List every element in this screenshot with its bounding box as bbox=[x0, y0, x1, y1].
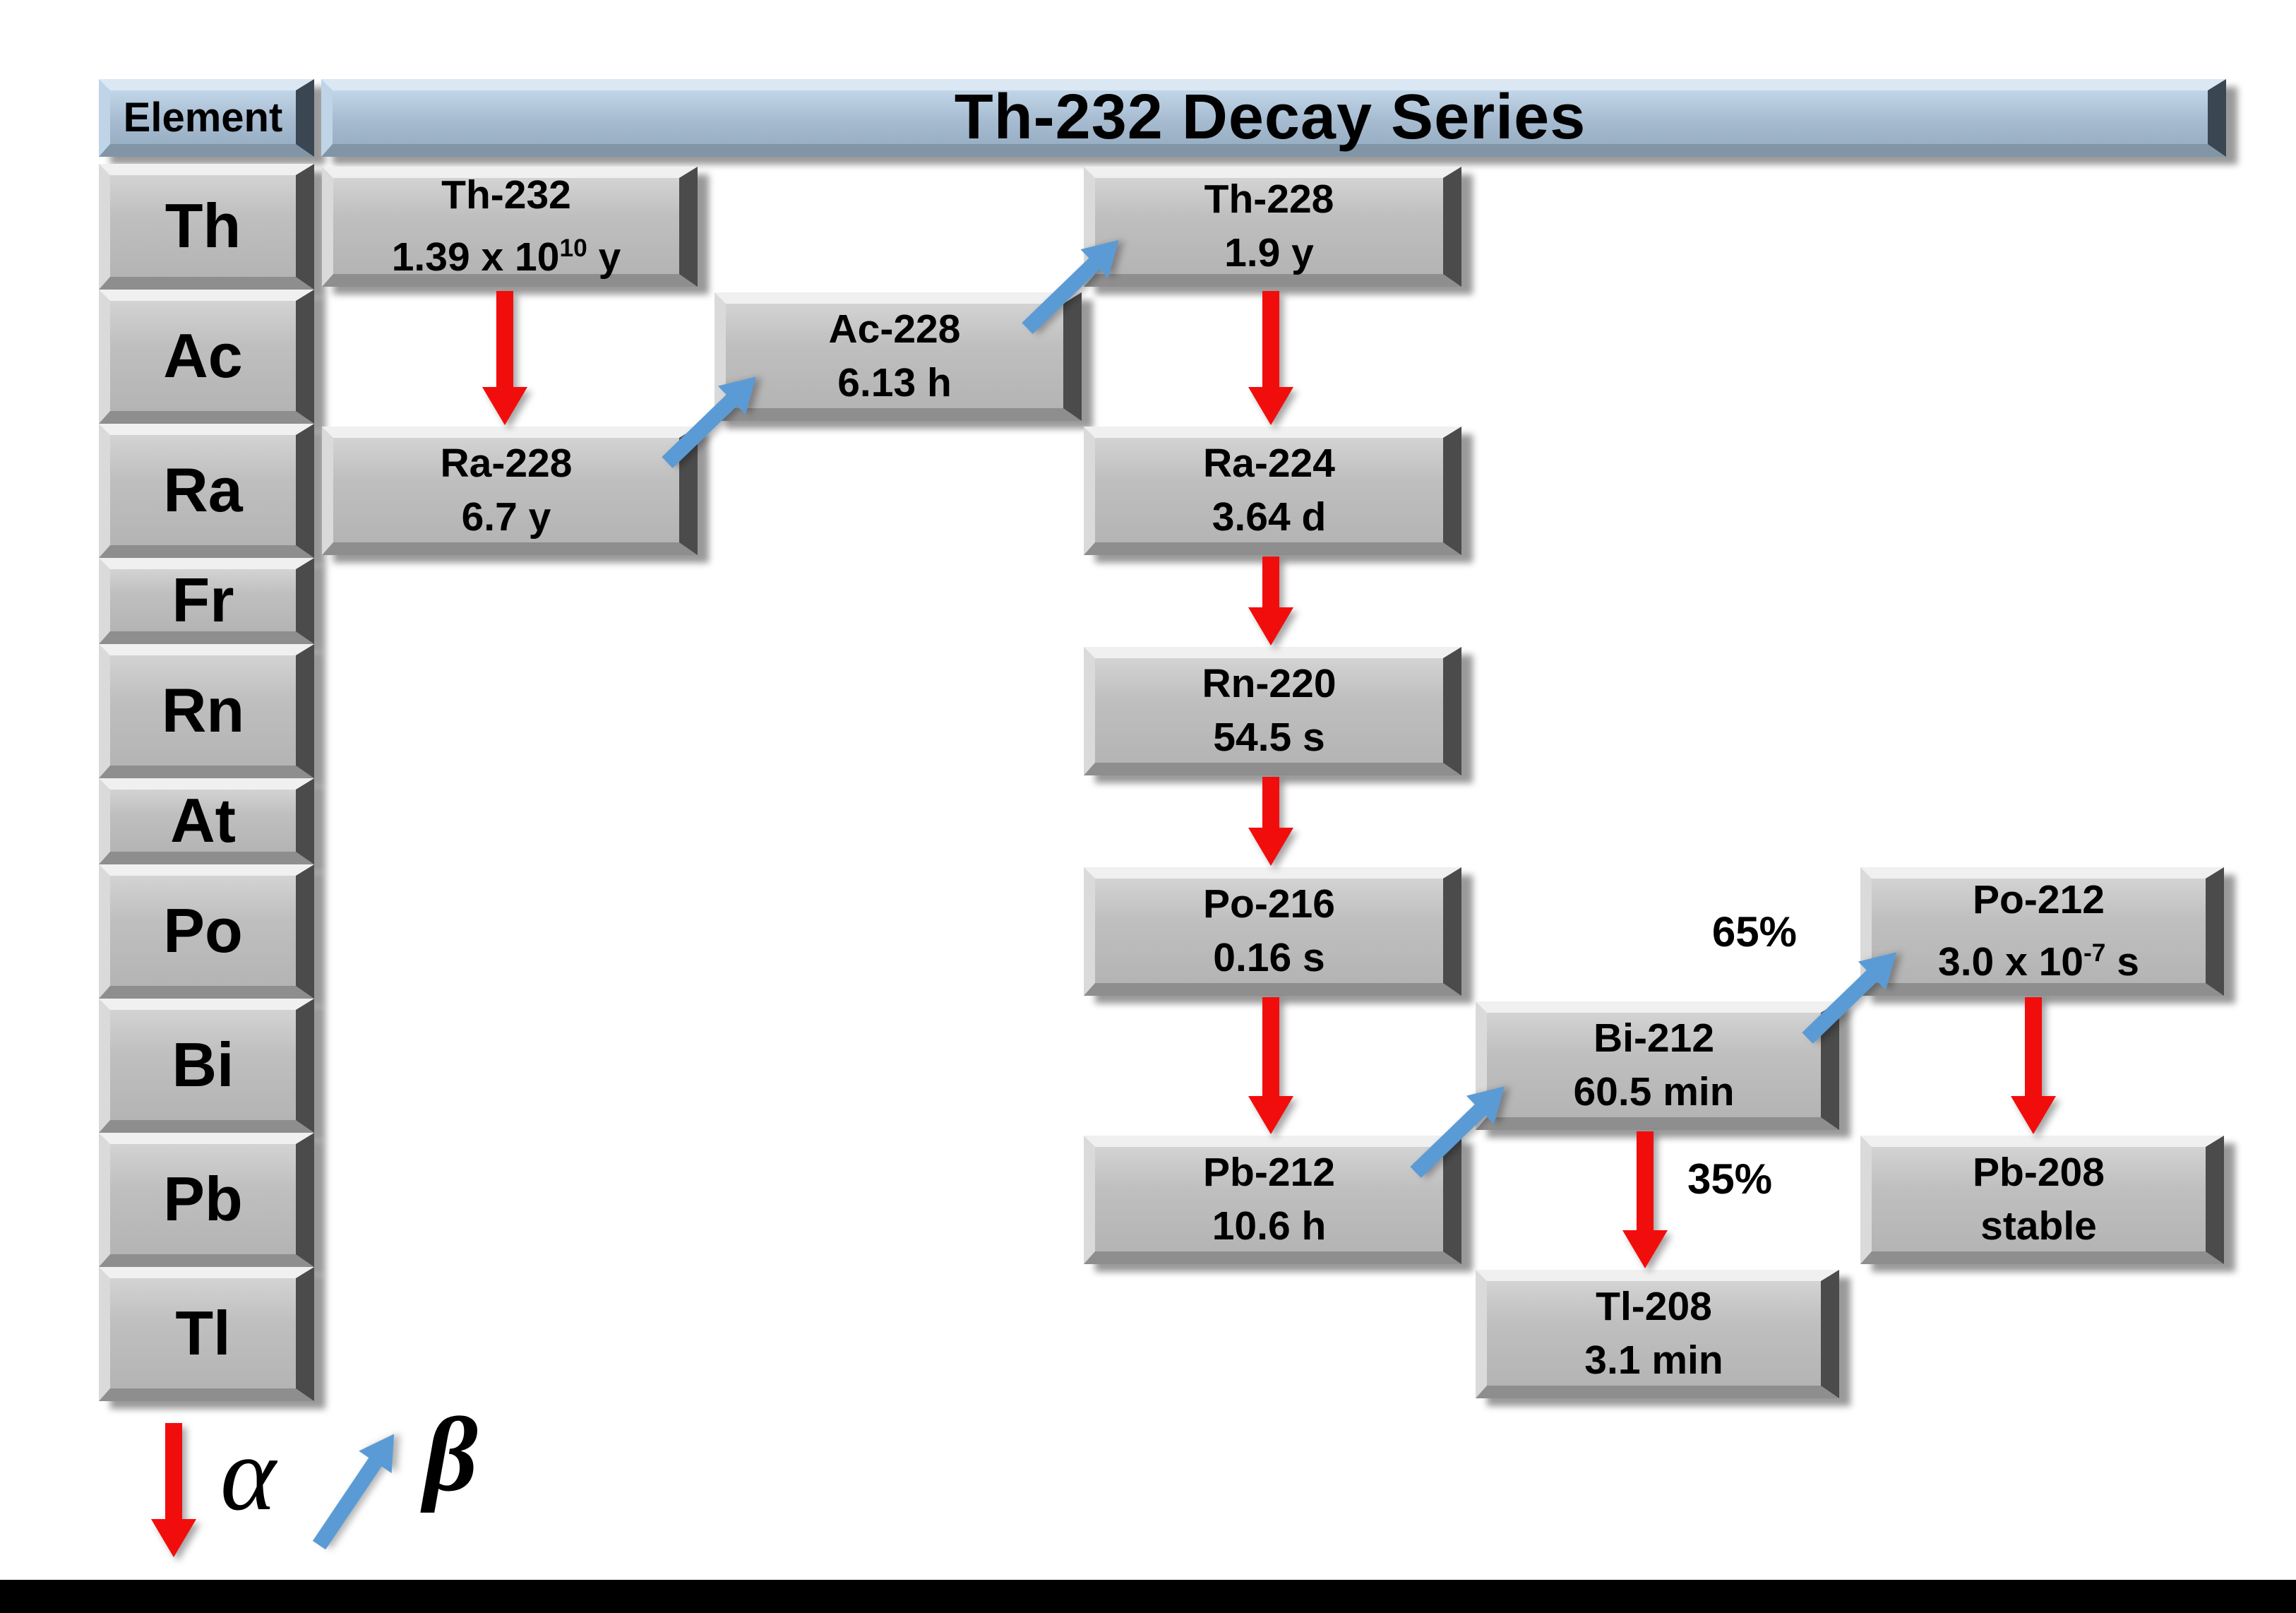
isotope-half-life: 3.1 min bbox=[1584, 1338, 1723, 1383]
isotope-name: Po-216 bbox=[1203, 881, 1335, 927]
isotope-box-rn-220: Rn-220 54.5 s bbox=[1084, 647, 1461, 775]
isotope-half-life: 54.5 s bbox=[1213, 715, 1325, 760]
element-header-label: Element bbox=[123, 94, 283, 141]
element-row-po: Po bbox=[99, 864, 314, 999]
isotope-half-life: 0.16 s bbox=[1213, 935, 1325, 980]
element-label-rn: Rn bbox=[161, 675, 245, 745]
element-row-bi: Bi bbox=[99, 999, 314, 1133]
isotope-box-pb-208: Pb-208 stable bbox=[1860, 1136, 2224, 1264]
isotope-box-ac-228: Ac-228 6.13 h bbox=[714, 292, 1082, 421]
legend-beta-label: β bbox=[424, 1396, 478, 1513]
isotope-name: Th-228 bbox=[1204, 177, 1334, 222]
isotope-box-po-216: Po-216 0.16 s bbox=[1084, 867, 1461, 996]
isotope-half-life: 60.5 min bbox=[1573, 1069, 1735, 1114]
isotope-name: Ac-228 bbox=[828, 306, 961, 352]
isotope-name: Bi-212 bbox=[1593, 1016, 1715, 1061]
element-row-rn: Rn bbox=[99, 644, 314, 778]
alpha-arrow-rn220-to-po216 bbox=[1248, 777, 1293, 866]
element-row-tl: Tl bbox=[99, 1267, 314, 1401]
element-row-ra: Ra bbox=[99, 424, 314, 558]
isotope-half-life: 6.13 h bbox=[837, 360, 952, 405]
isotope-box-th-228: Th-228 1.9 y bbox=[1084, 167, 1461, 287]
branch-label-35-percent: 35% bbox=[1687, 1155, 1773, 1203]
diagram-title: Th-232 Decay Series bbox=[954, 81, 1586, 153]
isotope-box-ra-228: Ra-228 6.7 y bbox=[322, 427, 698, 555]
alpha-arrow-bi212-to-tl208 bbox=[1622, 1131, 1668, 1268]
element-row-ac: Ac bbox=[99, 290, 314, 424]
element-column-header: Element bbox=[99, 79, 314, 157]
isotope-name: Tl-208 bbox=[1596, 1284, 1712, 1329]
isotope-half-life: 3.64 d bbox=[1212, 494, 1327, 540]
element-label-ra: Ra bbox=[163, 455, 243, 525]
element-label-po: Po bbox=[163, 895, 243, 965]
branch-label-65-percent: 65% bbox=[1711, 908, 1797, 956]
isotope-box-tl-208: Tl-208 3.1 min bbox=[1476, 1270, 1839, 1398]
diagram-title-bar: Th-232 Decay Series bbox=[321, 79, 2226, 157]
isotope-name: Ra-224 bbox=[1203, 441, 1335, 486]
isotope-half-life: 3.0 x 10-7 s bbox=[1938, 939, 2139, 984]
element-label-bi: Bi bbox=[172, 1030, 234, 1100]
alpha-arrow-th228-to-ra224 bbox=[1248, 291, 1293, 425]
isotope-half-life: 6.7 y bbox=[461, 494, 551, 540]
isotope-name: Rn-220 bbox=[1202, 661, 1337, 706]
element-row-at: At bbox=[99, 778, 314, 864]
alpha-arrow-po212-to-pb208 bbox=[2011, 997, 2056, 1134]
isotope-name: Pb-212 bbox=[1203, 1150, 1335, 1195]
element-label-fr: Fr bbox=[172, 565, 234, 635]
isotope-half-life: 1.9 y bbox=[1224, 230, 1314, 275]
alpha-arrow-po216-to-pb212 bbox=[1248, 997, 1293, 1134]
bottom-black-bar bbox=[0, 1580, 2296, 1613]
isotope-box-pb-212: Pb-212 10.6 h bbox=[1084, 1136, 1461, 1264]
legend-alpha-label: α bbox=[220, 1415, 276, 1532]
alpha-arrow-th232-to-ra228 bbox=[482, 291, 527, 425]
element-label-pb: Pb bbox=[163, 1164, 243, 1234]
isotope-name: Ra-228 bbox=[440, 441, 573, 486]
isotope-box-th-232: Th-232 1.39 x 1010 y bbox=[322, 167, 698, 287]
element-label-at: At bbox=[170, 785, 236, 855]
isotope-name: Pb-208 bbox=[1973, 1150, 2105, 1195]
element-row-th: Th bbox=[99, 164, 314, 290]
isotope-box-ra-224: Ra-224 3.64 d bbox=[1084, 427, 1461, 555]
isotope-name: Po-212 bbox=[1973, 877, 2105, 922]
element-label-th: Th bbox=[165, 191, 241, 261]
legend-alpha-arrow-icon bbox=[151, 1423, 196, 1557]
element-row-fr: Fr bbox=[99, 558, 314, 644]
element-label-tl: Tl bbox=[175, 1298, 231, 1368]
isotope-half-life: 1.39 x 1010 y bbox=[391, 234, 621, 280]
isotope-half-life: 10.6 h bbox=[1212, 1203, 1327, 1249]
element-row-pb: Pb bbox=[99, 1133, 314, 1267]
isotope-box-bi-212: Bi-212 60.5 min bbox=[1476, 1001, 1839, 1130]
isotope-name: Th-232 bbox=[441, 172, 571, 218]
legend-beta-arrow-icon bbox=[301, 1422, 412, 1557]
alpha-arrow-ra224-to-rn220 bbox=[1248, 556, 1293, 645]
isotope-half-life: stable bbox=[1980, 1203, 2097, 1249]
isotope-box-po-212: Po-212 3.0 x 10-7 s bbox=[1860, 867, 2224, 996]
element-label-ac: Ac bbox=[163, 321, 243, 391]
